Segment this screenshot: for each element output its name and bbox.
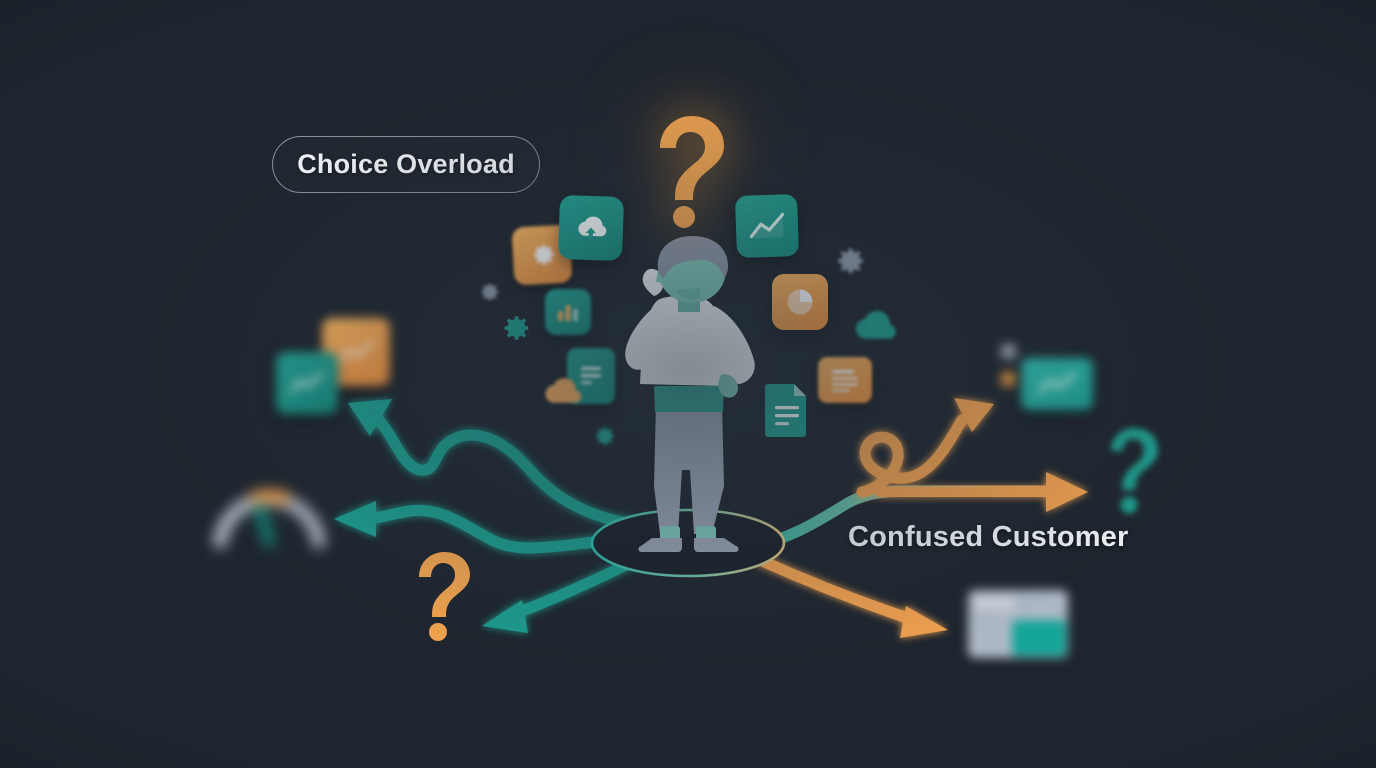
question-mark-main [646,114,732,230]
list-glyph [832,370,858,392]
cloud-icon-teal [838,300,904,346]
arrow-orange-winding-upper-right [856,398,994,498]
list-card-icon [818,357,872,403]
gear-icon-teal-small [494,308,534,348]
badge-label: Choice Overload [297,149,515,179]
bar-chart-glyph [558,305,578,321]
arrow-orange-down-right [754,554,948,638]
confused-person [625,236,755,553]
caption-label: Confused Customer [848,521,1129,553]
gear-icon-gray-small [473,277,503,307]
badge-choice-overload[interactable]: Choice Overload [272,136,540,193]
question-mark-lower-left [408,550,472,642]
cloud-icon-orange [529,367,589,409]
gear-icon-gray-right [827,240,869,282]
gear-glyph [533,244,555,265]
pie-chart-glyph [787,289,813,315]
caption-confused-customer: Confused Customer [848,521,1129,554]
bar-chart-icon [545,289,591,335]
